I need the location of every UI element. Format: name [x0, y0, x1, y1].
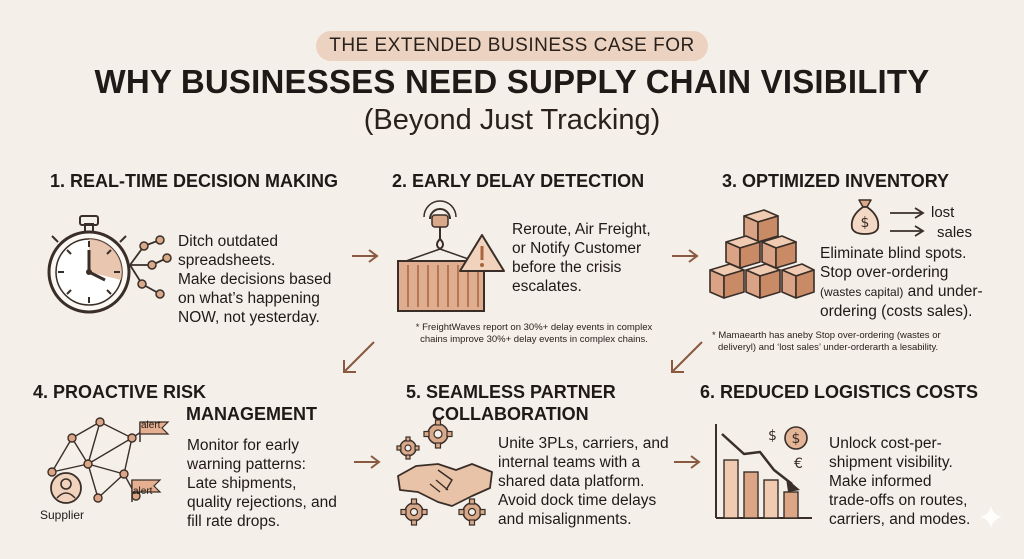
section-4-body: Monitor for early warning patterns: Late…	[187, 437, 337, 530]
header-kicker: THE EXTENDED BUSINESS CASE FOR	[316, 31, 708, 61]
handshake-gears-icon	[396, 419, 493, 526]
alert-flag-label: alert	[133, 486, 153, 497]
money-bag-icon: $	[850, 199, 880, 235]
page-subtitle: (Beyond Just Tracking)	[363, 104, 661, 136]
arrow-lost-icon	[890, 207, 925, 237]
supplier-label: Supplier	[40, 508, 85, 522]
section-2-title: 2. EARLY DELAY DETECTION	[392, 171, 645, 191]
arrow-down-left-icon	[343, 341, 375, 373]
arrow-right-icon	[354, 455, 381, 469]
svg-text:$: $	[861, 215, 870, 231]
svg-text:$: $	[768, 428, 777, 444]
section-1-body: Ditch outdated spreadsheets. Make decisi…	[178, 233, 332, 326]
stopwatch-icon	[47, 215, 172, 314]
sparkle-icon	[980, 506, 1002, 528]
page-title: WHY BUSINESSES NEED SUPPLY CHAIN VISIBIL…	[94, 63, 930, 100]
section-2-footnote: * FreightWaves report on 30%+ delay even…	[415, 322, 653, 345]
container-alert-icon	[397, 200, 505, 312]
network-risk-icon	[47, 417, 170, 504]
alert-flag-label: alert	[141, 420, 161, 431]
declining-costs-chart-icon: $ $ €	[715, 424, 812, 519]
section-4-title-line-1: 4. PROACTIVE RISK	[33, 382, 207, 402]
section-5-body: Unite 3PLs, carriers, and internal teams…	[498, 435, 669, 528]
svg-text:$: $	[792, 431, 801, 447]
arrow-right-icon	[352, 249, 379, 263]
svg-text:€: €	[794, 456, 803, 472]
stacked-boxes-icon	[709, 209, 815, 299]
lost-sales-label: lost sales	[931, 204, 973, 241]
arrow-down-left-icon	[671, 341, 703, 373]
arrow-right-icon	[672, 249, 699, 263]
section-1-title: 1. REAL-TIME DECISION MAKING	[50, 171, 339, 191]
section-4-title-line-2: MANAGEMENT	[186, 404, 317, 424]
section-6-body: Unlock cost-per- shipment visibility. Ma…	[829, 435, 971, 528]
section-6-title: 6. REDUCED LOGISTICS COSTS	[700, 382, 979, 402]
section-3-title: 3. OPTIMIZED INVENTORY	[722, 171, 950, 191]
section-2-body: Reroute, Air Freight, or Notify Customer…	[512, 221, 651, 295]
arrow-right-icon	[674, 455, 701, 469]
section-3-footnote: * Mamaearth has aneby Stop over-ordering…	[712, 330, 941, 353]
section-3-body: Eliminate blind spots. Stop over-orderin…	[820, 245, 983, 320]
